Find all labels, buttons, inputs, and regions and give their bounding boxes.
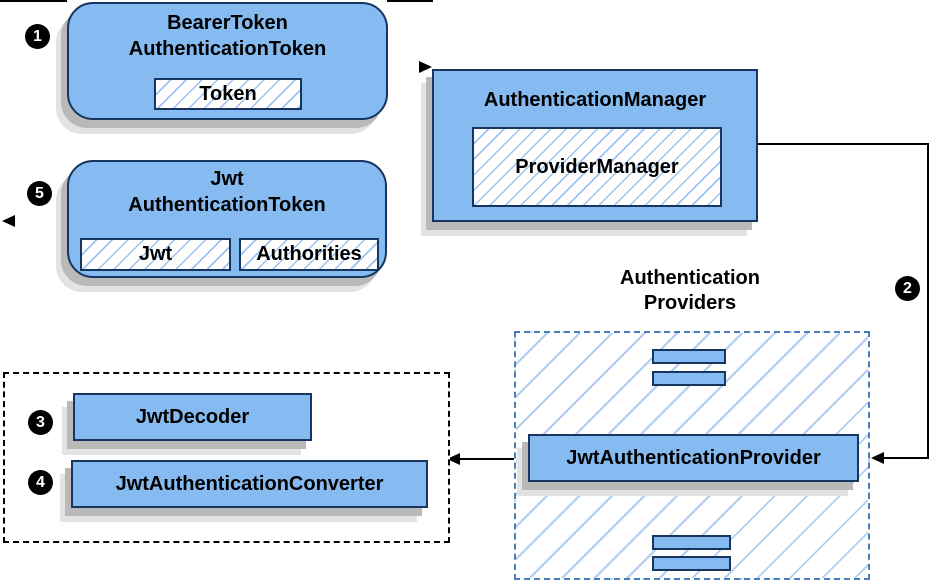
- connector-right-vertical: [927, 143, 929, 459]
- authentication-manager-title: AuthenticationManager: [483, 89, 707, 111]
- provider-list-bar: [652, 349, 726, 364]
- bearer-token-title-line1: BearerToken: [167, 12, 288, 34]
- bearer-token-box-title: BearerToken AuthenticationToken: [69, 10, 386, 62]
- step-3-badge: 3: [28, 410, 53, 435]
- token-chip: Token: [154, 78, 302, 110]
- step-5-badge: 5: [27, 181, 52, 206]
- jwt-decoder-box: JwtDecoder: [73, 393, 312, 441]
- providers-heading-line2: Providers: [643, 292, 737, 314]
- providers-heading-line1: Authentication: [620, 267, 760, 289]
- connector-manager-right: [757, 143, 929, 145]
- providers-group-heading: Authentication Providers: [580, 266, 800, 316]
- arrow-provider-to-helpers: [460, 458, 514, 460]
- arrowhead-left-icon: [871, 452, 884, 464]
- arrowhead-left-icon: [2, 215, 15, 227]
- authentication-manager-box: AuthenticationManager ProviderManager: [432, 69, 758, 222]
- arrowhead-left-icon: [447, 453, 460, 465]
- arrow-into-provider: [884, 457, 929, 459]
- jwt-chip: Jwt: [80, 238, 231, 271]
- step-2-badge: 2: [895, 276, 920, 301]
- bearer-token-authentication-token-box: BearerToken AuthenticationToken Token: [67, 2, 388, 120]
- jwt-authentication-token-box: Jwt AuthenticationToken Jwt Authorities: [67, 160, 387, 278]
- arrow-outgoing-authentication: [15, 0, 67, 2]
- provider-list-bar: [652, 535, 731, 550]
- authorities-chip: Authorities: [239, 238, 379, 271]
- provider-list-bar: [652, 556, 731, 571]
- bearer-token-title-line2: AuthenticationToken: [128, 38, 327, 60]
- connector-manager-to-jwt-token: [387, 0, 433, 2]
- provider-manager-chip: ProviderManager: [472, 127, 722, 207]
- jwt-authentication-provider-box: JwtAuthenticationProvider: [528, 434, 859, 482]
- jwt-authentication-converter-box: JwtAuthenticationConverter: [71, 460, 428, 508]
- jwt-token-title-line2: AuthenticationToken: [128, 194, 326, 216]
- jwt-token-title-line1: Jwt: [210, 168, 244, 190]
- step-4-badge: 4: [28, 470, 53, 495]
- jwt-token-box-title: Jwt AuthenticationToken: [69, 166, 385, 218]
- arrowhead-right-icon: [419, 61, 432, 73]
- provider-list-bar: [652, 371, 726, 386]
- step-1-badge: 1: [25, 24, 50, 49]
